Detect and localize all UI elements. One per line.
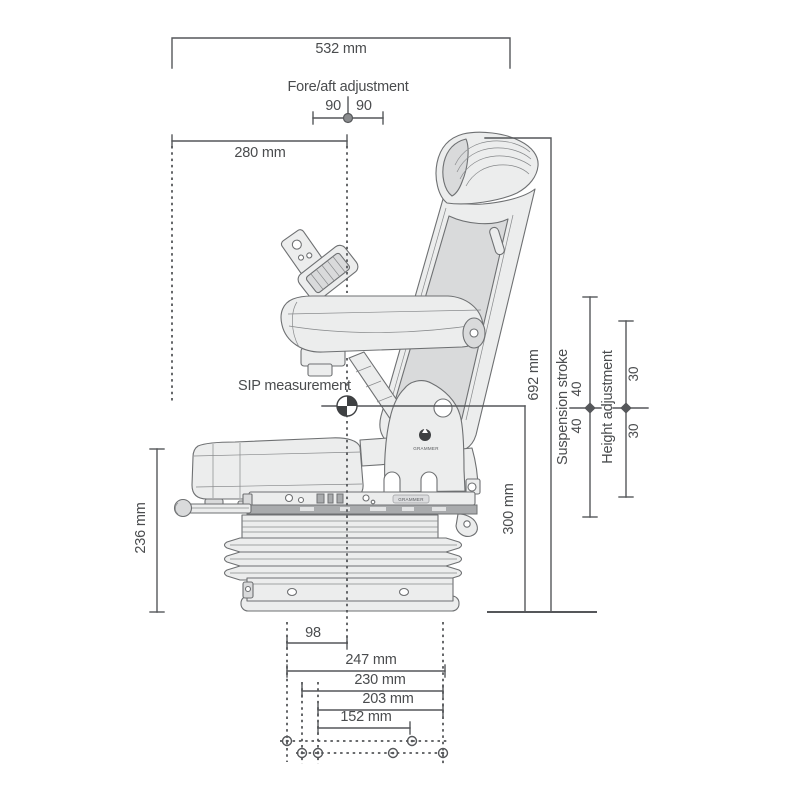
adjustment-lever (173, 498, 252, 518)
base-frame (240, 577, 460, 612)
fore-aft-front-value: 90 (356, 98, 372, 114)
armrest (280, 295, 486, 377)
dim-width-247-label: 247 mm (345, 652, 396, 668)
mounting-holes (280, 735, 449, 759)
suspension-stroke-label: Suspension stroke (555, 349, 571, 465)
dim-cushion-height-label: 236 mm (133, 502, 149, 553)
dim-upper-width-label: 280 mm (234, 145, 285, 161)
headrest (435, 131, 539, 205)
brand-logo (419, 429, 431, 441)
dim-top-width-label: 532 mm (315, 41, 366, 57)
dim-width-230-label: 230 mm (354, 672, 405, 688)
seat-illustration: GRAMMER GRAMMER (173, 131, 539, 612)
dim-overall-height: 692 mm (484, 137, 552, 613)
dim-offset-98: 98 (286, 625, 348, 650)
dim-mounting: 98 247 mm 230 mm 203 mm 152 mm (280, 622, 449, 764)
height-adj-center-marker (620, 402, 632, 414)
dim-width-203-label: 203 mm (362, 691, 413, 707)
dim-cushion-height: 236 mm (133, 448, 165, 613)
dim-width-247: 247 mm (286, 652, 446, 678)
reference-lines (171, 146, 348, 646)
slide-rails: GRAMMER (242, 491, 478, 537)
suspension-bellows (223, 514, 463, 581)
dim-suspension-stroke: Suspension stroke 40 40 (555, 296, 602, 518)
sip-label: SIP measurement (238, 378, 351, 394)
dim-width-230: 230 mm (301, 672, 444, 698)
fore-aft-label: Fore/aft adjustment (287, 79, 408, 95)
height-adj-down-value: 30 (626, 423, 641, 438)
bracket-brand-text: GRAMMER (413, 446, 439, 451)
backrest-handle (489, 226, 505, 256)
suspension-center-marker (584, 402, 596, 414)
dim-height-adjustment: Height adjustment 30 30 (600, 320, 649, 498)
dim-width-152-label: 152 mm (340, 709, 391, 725)
dim-offset-98-label: 98 (305, 625, 321, 641)
dim-sip-height: 300 mm (501, 405, 526, 613)
suspension-bracket: GRAMMER (383, 380, 466, 493)
dim-top-width: 532 mm (171, 37, 511, 69)
fore-aft-rear-value: 90 (325, 98, 341, 114)
dim-fore-aft: Fore/aft adjustment 90 90 (287, 79, 409, 125)
dim-width-203: 203 mm (317, 691, 444, 717)
dim-sip-height-label: 300 mm (501, 483, 517, 534)
dim-overall-height-label: 692 mm (526, 349, 542, 400)
suspension-down-value: 40 (569, 418, 584, 433)
fore-aft-center-marker (342, 112, 354, 124)
sip-marker: SIP measurement (238, 378, 526, 417)
dim-upper-width: 280 mm (171, 134, 348, 161)
height-adj-up-value: 30 (626, 366, 641, 381)
rail-brand-label: GRAMMER (398, 497, 424, 502)
suspension-up-value: 40 (569, 381, 584, 396)
dim-width-152: 152 mm (317, 709, 411, 735)
height-adjustment-label: Height adjustment (600, 350, 616, 464)
